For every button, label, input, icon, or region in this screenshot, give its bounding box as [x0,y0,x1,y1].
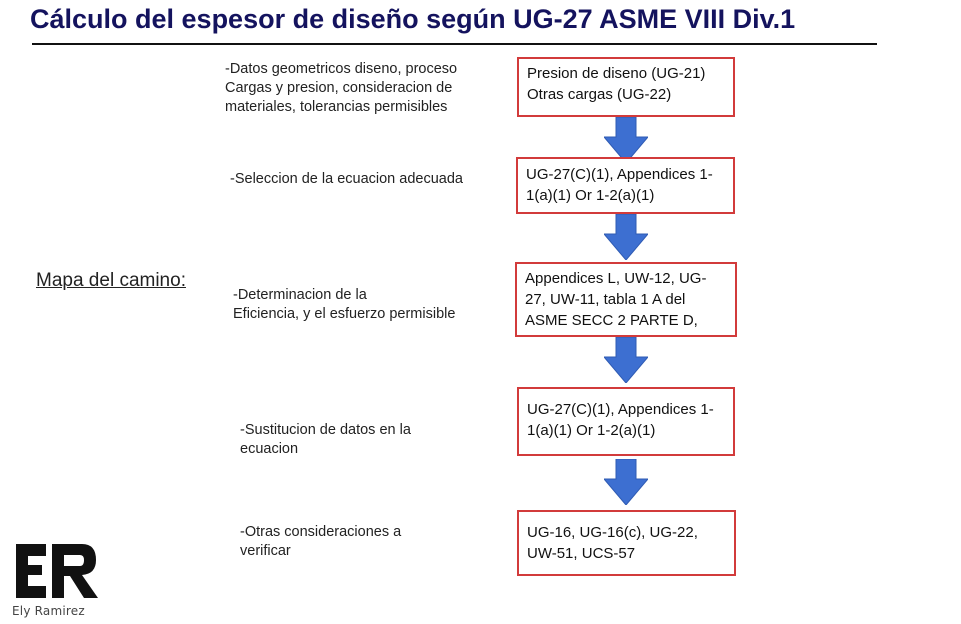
flow-arrow-1 [604,117,648,163]
flow-arrow-3 [604,337,648,383]
step-1-reference-box: Presion de diseno (UG-21) Otras cargas (… [517,57,735,117]
step-5-description: -Otras consideraciones a verificar [240,524,402,559]
step-2-reference-box: UG-27(C)(1), Appendices 1- 1(a)(1) Or 1-… [516,157,735,214]
step-3-description: -Determinacion de la Eficiencia, y el es… [233,287,456,322]
step-1-description: -Datos geometricos diseno, proceso Carga… [225,61,458,115]
flow-arrow-4 [604,459,648,505]
step-4-description: -Sustitucion de datos en la ecuacion [240,422,411,457]
step-3-reference-box: Appendices L, UW-12, UG- 27, UW-11, tabl… [515,262,737,337]
page-title: Cálculo del espesor de diseño según UG-2… [30,4,796,34]
logo-caption: Ely Ramirez [12,604,85,618]
roadmap-label: Mapa del camino: [36,270,186,291]
step-2-description: -Seleccion de la ecuacion adecuada [230,171,463,187]
flow-arrow-2 [604,214,648,260]
title-underline [32,43,877,45]
step-4-reference-box: UG-27(C)(1), Appendices 1- 1(a)(1) Or 1-… [517,387,735,456]
er-logo [16,544,98,598]
step-5-reference-box: UG-16, UG-16(c), UG-22, UW-51, UCS-57 [517,510,736,576]
